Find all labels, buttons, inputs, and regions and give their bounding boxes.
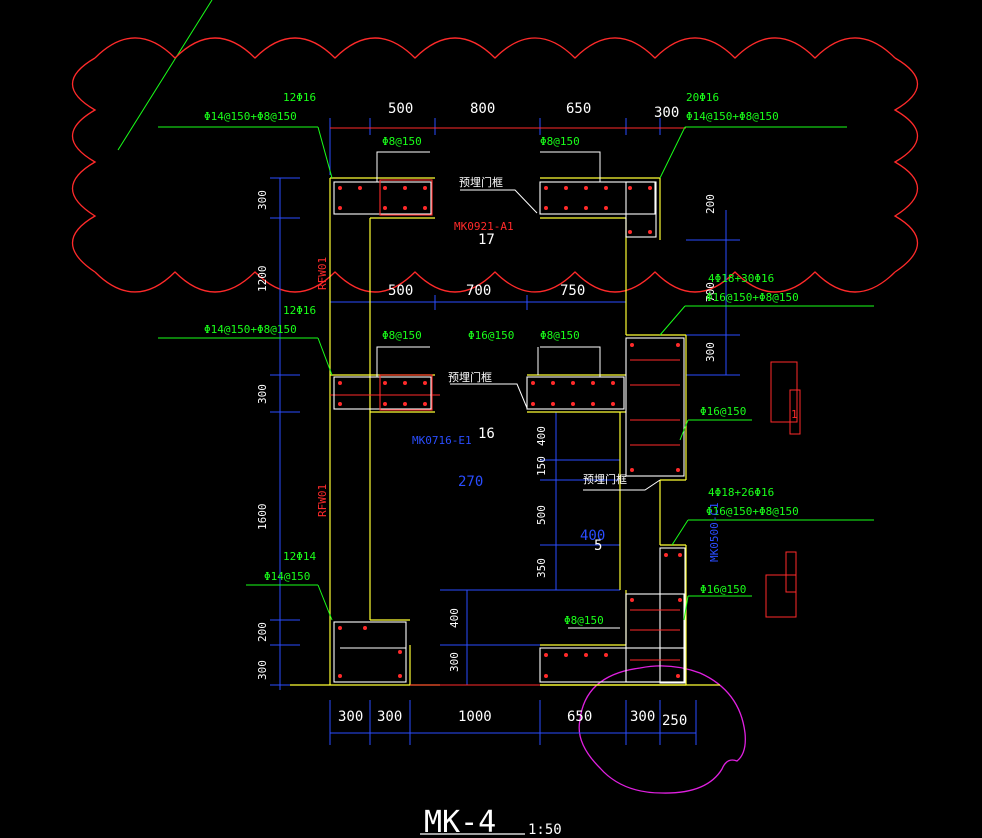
callout-c4: 预埋门框 (583, 472, 627, 486)
callout-e1: RFW01 (316, 257, 329, 290)
dim-left-6: 300 (256, 660, 269, 680)
dim-inner-5: 400 (448, 608, 461, 628)
callout-a5: 20Φ16 (686, 91, 719, 104)
dim-top1-3: 650 (566, 101, 591, 117)
callout-a3: Φ8@150 (382, 135, 422, 148)
dim-left-3: 300 (256, 384, 269, 404)
title-text: MK-4 (424, 805, 496, 838)
detail-markers (765, 361, 801, 618)
drawing-title: MK-4 1:50 (420, 805, 562, 838)
rebar-sections (333, 179, 686, 684)
callout-d4: Φ16@150 (700, 583, 746, 596)
callout-b7: 4Φ18+30Φ16 (708, 272, 774, 285)
callout-a2: Φ14@150+Φ8@150 (204, 110, 297, 123)
callout-a4: Φ8@150 (540, 135, 580, 148)
title-scale: 1:50 (528, 822, 562, 838)
dim-bottom-1: 300 (338, 709, 363, 725)
callout-e2: RFW01 (316, 484, 329, 517)
callout-c3: 270 (458, 474, 483, 490)
dim-bottom-2: 300 (377, 709, 402, 725)
dim-inner-6: 300 (448, 652, 461, 672)
dim-inner-2: 150 (535, 456, 548, 476)
dim-inner-3: 500 (535, 505, 548, 525)
dim-right-2: 700 (704, 282, 717, 302)
callout-d2: Φ14@150 (264, 570, 310, 583)
revision-cloud (71, 37, 919, 293)
dim-right-3: 300 (704, 342, 717, 362)
leader-line (117, 0, 213, 151)
callout-c2: 16 (478, 426, 495, 442)
callout-leaders-white (376, 151, 661, 629)
dim-bottom-4: 650 (567, 709, 592, 725)
callout-b1: 12Φ16 (283, 304, 316, 317)
dim-left-4: 1600 (256, 504, 269, 531)
callout-a1: 12Φ16 (283, 91, 316, 104)
dim-right-1: 200 (704, 194, 717, 214)
callout-a6: Φ14@150+Φ8@150 (686, 110, 779, 123)
callout-d1: 12Φ14 (283, 550, 316, 563)
callout-c1: MK0716-E1 (412, 434, 472, 447)
callout-a7: 预埋门框 (459, 175, 503, 189)
rebar-dots (338, 186, 682, 678)
callout-b4: Φ16@150 (468, 329, 514, 342)
callout-c8: 400 (580, 528, 605, 544)
callout-a8: MK0921-A1 (454, 220, 514, 233)
callout-leaders (158, 126, 874, 621)
callout-b3: Φ8@150 (382, 329, 422, 342)
callout-a9: 17 (478, 232, 495, 248)
callout-b6: 预埋门框 (448, 370, 492, 384)
callout-c9: 5 (594, 538, 602, 554)
dim-left-5: 200 (256, 622, 269, 642)
axis-lines (330, 127, 686, 686)
dimension-lines (270, 118, 740, 745)
dim-top1-1: 500 (388, 101, 413, 117)
dim-bottom-5: 300 (630, 709, 655, 725)
dim-top2-1: 500 (388, 283, 413, 299)
callout-e3: 1 (791, 408, 798, 421)
dim-top2-3: 750 (560, 283, 585, 299)
wall-outlines (290, 177, 720, 686)
dim-top2-2: 700 (466, 283, 491, 299)
callout-b9: Φ16@150 (700, 405, 746, 418)
dim-bottom-3: 1000 (458, 709, 492, 725)
callout-b2: Φ14@150+Φ8@150 (204, 323, 297, 336)
dim-left-1: 300 (256, 190, 269, 210)
callout-c7: MK0500-C1 (708, 502, 721, 562)
dim-bottom-6: 250 (662, 713, 687, 729)
revision-cloud-2 (578, 665, 746, 794)
dim-left-2: 1200 (256, 266, 269, 293)
callout-c5: 4Φ18+26Φ16 (708, 486, 774, 499)
callout-b5: Φ8@150 (540, 329, 580, 342)
dim-inner-4: 350 (535, 558, 548, 578)
callout-c6: Φ16@150+Φ8@150 (706, 505, 799, 518)
callout-d3: Φ8@150 (564, 614, 604, 627)
dim-top1-4: 300 (654, 105, 679, 121)
dim-inner-1: 400 (535, 426, 548, 446)
dim-top1-2: 800 (470, 101, 495, 117)
rebar-callouts: 12Φ16 Φ14@150+Φ8@150 Φ8@150 Φ8@150 20Φ16… (204, 91, 799, 627)
callout-b8: Φ16@150+Φ8@150 (706, 291, 799, 304)
dimension-text: 500 800 650 300 500 700 750 300 300 1000… (256, 101, 717, 729)
